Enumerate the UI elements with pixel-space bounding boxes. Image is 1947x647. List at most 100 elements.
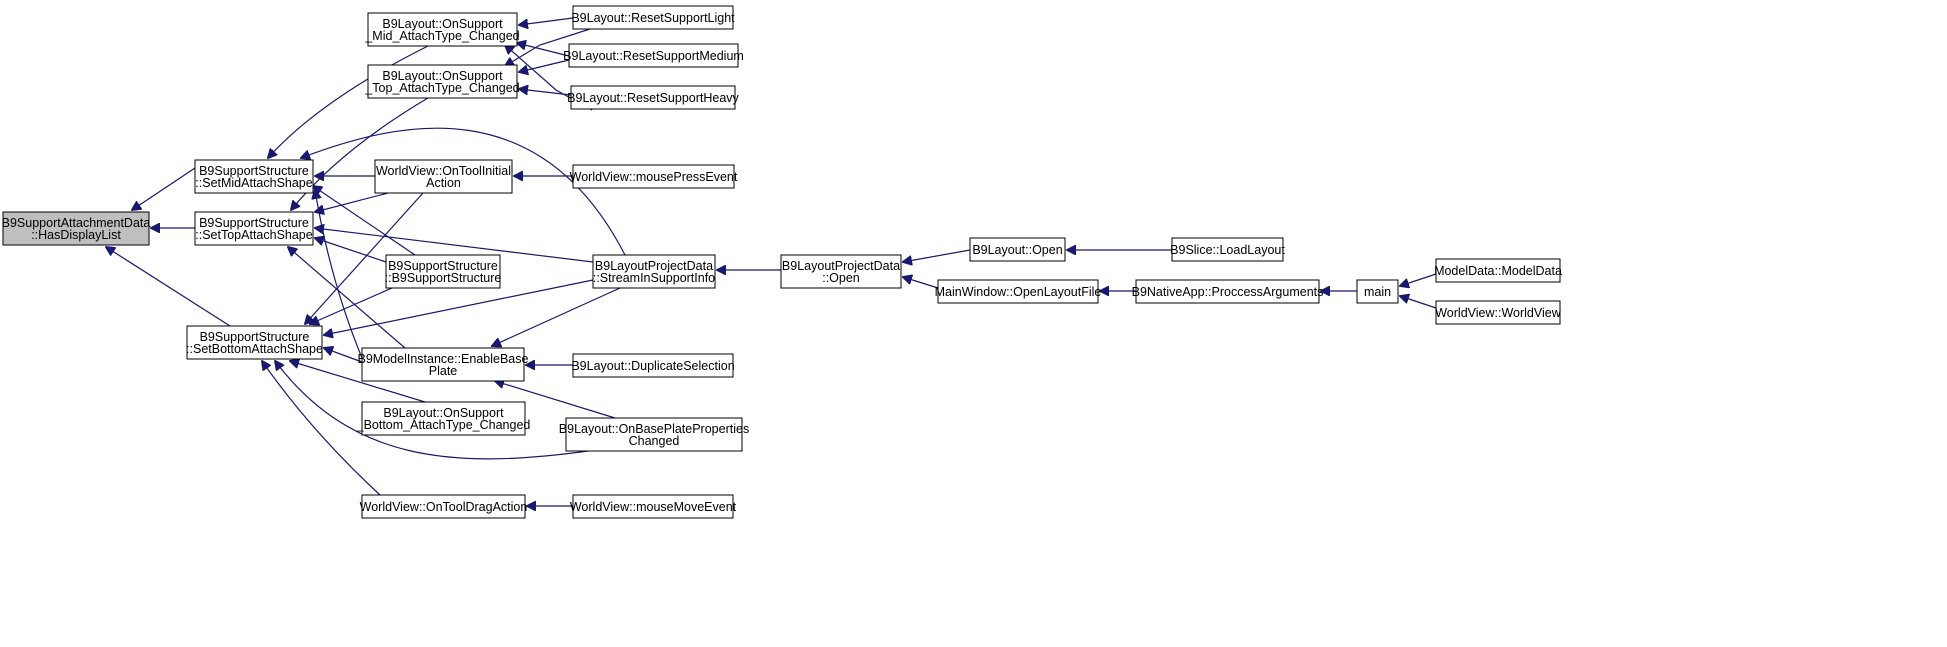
node-label-line: B9Layout::OnSupport [383, 406, 504, 420]
node-box [186, 325, 323, 360]
node-label-line: WorldView::WorldView [1435, 306, 1561, 320]
edge-line [517, 43, 570, 57]
node-model-data-ctor[interactable]: ModelData::ModelData [1434, 258, 1562, 283]
node-label-line: B9SupportAttachmentData [2, 216, 151, 230]
node-label-line: B9SupportStructure [200, 330, 310, 344]
node-has-display-list[interactable]: B9SupportAttachmentData::HasDisplayList [2, 211, 151, 246]
edge-line [106, 247, 231, 327]
edge-line [313, 186, 416, 256]
node-reset-support-medium[interactable]: B9Layout::ResetSupportMedium [563, 43, 744, 68]
node-box [374, 159, 513, 194]
edge-b9-support-structure-ctor-to-set-mid-attach-shape [313, 186, 416, 256]
edge-stream-in-support-info-to-set-top-attach-shape [315, 228, 594, 263]
edge-line [519, 17, 574, 25]
node-set-top-attach-shape[interactable]: B9SupportStructure::SetTopAttachShape [194, 211, 314, 246]
node-label-line: _Top_AttachType_Changed [364, 81, 519, 95]
node-label-line: ::B9SupportStructure [385, 271, 502, 285]
edge-line [903, 249, 971, 262]
edge-line [519, 89, 572, 96]
node-on-support-top[interactable]: B9Layout::OnSupport_Top_AttachType_Chang… [364, 64, 520, 99]
node-main[interactable]: main [1356, 279, 1399, 304]
node-layout-open[interactable]: B9Layout::Open [969, 237, 1066, 262]
edge-line [519, 59, 570, 72]
node-label-line: ::SetBottomAttachShape [186, 342, 323, 356]
edge-on-base-plate-properties-changed-to-enable-base-plate [495, 381, 616, 419]
edge-b9-support-structure-ctor-to-set-bottom-attach-shape [310, 287, 393, 324]
node-label-line: B9Layout::Open [972, 243, 1062, 257]
edge-line [324, 279, 594, 335]
edge-layout-open-to-project-data-open [903, 249, 971, 262]
edge-line [288, 247, 406, 349]
node-load-layout[interactable]: B9Slice::LoadLayout [1170, 237, 1285, 262]
node-box [572, 5, 734, 30]
edge-reset-support-medium-to-on-support-mid [517, 43, 570, 57]
edge-on-support-mid-to-set-mid-attach-shape [268, 45, 429, 158]
node-mouse-press-event[interactable]: WorldView::mousePressEvent [570, 164, 738, 189]
node-label-line: ::SetTopAttachShape [195, 228, 312, 242]
nodes-layer: B9SupportAttachmentData::HasDisplayListB… [2, 5, 1562, 519]
node-label-line: ::HasDisplayList [31, 228, 121, 242]
node-label-line: Changed [629, 434, 680, 448]
edge-reset-support-light-to-on-support-top [505, 28, 591, 66]
node-mouse-move-event[interactable]: WorldView::mouseMoveEvent [570, 494, 737, 519]
node-box [565, 417, 743, 452]
node-project-data-open[interactable]: B9LayoutProjectData::Open [780, 254, 902, 289]
node-on-support-bottom[interactable]: B9Layout::OnSupport_Bottom_AttachType_Ch… [356, 401, 531, 436]
node-label-line: WorldView::OnToolDragAction [360, 500, 528, 514]
edge-on-support-bottom-to-set-bottom-attach-shape [290, 361, 426, 403]
node-box [2, 211, 150, 246]
edge-line [291, 97, 429, 210]
node-label-line: B9Layout::ResetSupportHeavy [567, 91, 739, 105]
edge-line [903, 277, 939, 289]
edge-on-tool-drag-action-to-set-bottom-attach-shape [262, 361, 381, 496]
node-reset-support-light[interactable]: B9Layout::ResetSupportLight [571, 5, 735, 30]
node-label-line: B9Layout::DuplicateSelection [571, 359, 734, 373]
edge-enable-base-plate-to-set-bottom-attach-shape [324, 348, 363, 363]
edge-line [495, 381, 616, 419]
node-box [361, 494, 526, 519]
node-on-support-mid[interactable]: B9Layout::OnSupport_Mid_AttachType_Chang… [364, 12, 520, 47]
edge-on-tool-initial-action-to-set-top-attach-shape [315, 192, 389, 212]
node-stream-in-support-info[interactable]: B9LayoutProjectData::StreamInSupportInfo [592, 254, 716, 289]
node-b9-support-structure-ctor[interactable]: B9SupportStructure::B9SupportStructure [385, 254, 502, 289]
node-duplicate-selection[interactable]: B9Layout::DuplicateSelection [571, 353, 735, 378]
node-label-line: MainWindow::OpenLayoutFile [935, 285, 1102, 299]
edge-line [1400, 273, 1437, 286]
node-proccess-arguments[interactable]: B9NativeApp::ProccessArguments [1132, 279, 1324, 304]
node-on-tool-drag-action[interactable]: WorldView::OnToolDragAction [360, 494, 528, 519]
edge-line [315, 228, 594, 263]
node-label-line: B9NativeApp::ProccessArguments [1132, 285, 1324, 299]
node-set-bottom-attach-shape[interactable]: B9SupportStructure::SetBottomAttachShape [186, 325, 323, 360]
node-box [592, 254, 716, 289]
node-box [572, 164, 735, 189]
node-box [361, 347, 525, 382]
edge-world-view-ctor-to-main [1400, 296, 1437, 309]
node-set-mid-attach-shape[interactable]: B9SupportStructure::SetMidAttachShape [194, 159, 314, 194]
node-box [367, 64, 518, 99]
node-label-line: _Bottom_AttachType_Changed [356, 418, 531, 432]
edge-set-bottom-attach-shape-to-has-display-list [106, 247, 231, 327]
node-label-line: B9SupportStructure [388, 259, 498, 273]
node-label-line: Plate [429, 364, 458, 378]
node-label-line: B9Layout::OnSupport [382, 69, 503, 83]
edge-line [505, 28, 591, 66]
node-open-layout-file[interactable]: MainWindow::OpenLayoutFile [935, 279, 1102, 304]
node-world-view-ctor[interactable]: WorldView::WorldView [1435, 300, 1562, 325]
edge-line [301, 127, 626, 256]
node-label-line: ::SetMidAttachShape [195, 176, 312, 190]
edge-line [132, 167, 196, 210]
node-box [937, 279, 1099, 304]
edge-line [315, 238, 387, 263]
edge-reset-support-medium-to-on-support-top [519, 59, 570, 72]
node-box [1435, 258, 1561, 283]
edge-line [492, 287, 621, 346]
node-label-line: main [1364, 285, 1391, 299]
node-box [568, 43, 739, 68]
edge-line [290, 361, 426, 403]
node-box [361, 401, 526, 436]
node-reset-support-heavy[interactable]: B9Layout::ResetSupportHeavy [567, 85, 740, 110]
